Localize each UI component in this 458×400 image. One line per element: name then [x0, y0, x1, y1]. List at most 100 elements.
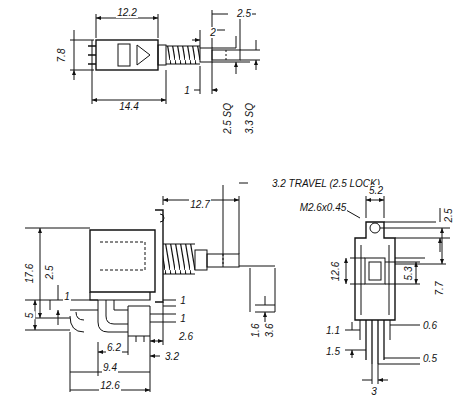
drawing-stroke: [40, 228, 41, 318]
dimension-label: 12.6: [99, 380, 120, 391]
dimension-label: 0.5: [422, 353, 438, 364]
drawing-stroke: [362, 380, 388, 381]
drawing-stroke: [346, 210, 360, 218]
side-view: [25, 183, 275, 392]
drawing-stroke: [440, 208, 441, 252]
drawing-stroke: [92, 40, 166, 104]
drawing-stroke: [58, 285, 59, 325]
drawing-stroke: [200, 62, 212, 94]
dimension-label: 1.5: [325, 346, 341, 357]
dimension-label: 3.3 SQ: [244, 101, 255, 134]
dimension-label: 14.4: [118, 101, 139, 112]
dimension-label: 2.5 SQ: [222, 101, 233, 134]
drawing-stroke: [195, 250, 207, 270]
front-view: [345, 196, 450, 384]
drawing-stroke: [100, 242, 145, 270]
dimension-label: 5.2: [368, 185, 384, 196]
dimension-label: 1: [183, 85, 191, 96]
dimension-label: 12.7: [189, 199, 210, 210]
drawing-stroke: [166, 46, 200, 64]
dimension-label: 7.7: [435, 280, 446, 296]
dimension-label: 6.2: [106, 342, 122, 353]
drawing-stroke: [155, 210, 163, 302]
drawing-stroke: [150, 302, 163, 345]
drawing-stroke: [150, 341, 163, 342]
drawing-stroke: [98, 300, 128, 332]
dimension-label: 17.6: [25, 262, 36, 283]
drawing-stroke: [370, 223, 380, 233]
drawing-stroke: [70, 40, 94, 70]
drawing-stroke: [90, 292, 150, 300]
dimension-label: 1: [179, 313, 187, 324]
drawing-stroke: [137, 45, 150, 65]
drawing-stroke: [385, 262, 420, 284]
drawing-stroke: [395, 258, 446, 264]
drawing-stroke: [163, 244, 195, 274]
dimension-label: 3.6: [265, 322, 276, 338]
drawing-stroke: [194, 90, 218, 91]
dimension-label: 12.2: [116, 7, 137, 18]
drawing-stroke: [378, 325, 420, 364]
drawing-stroke: [166, 46, 200, 64]
drawing-stroke: [350, 258, 365, 284]
drawing-stroke: [200, 48, 212, 62]
drawing-stroke: [366, 196, 384, 218]
drawing-stroke: [361, 245, 389, 315]
dimension-label: 0.6: [422, 320, 438, 331]
drawing-stroke: [352, 322, 353, 358]
dimension-label: 1.6: [251, 322, 262, 338]
dimension-label: M2.6x0.45: [299, 202, 348, 213]
drawing-stroke: [160, 214, 164, 222]
drawing-stroke: [416, 262, 417, 284]
top-view: [70, 10, 260, 104]
drawing-stroke: [236, 36, 237, 74]
dimension-label: 5: [25, 311, 36, 319]
drawing-stroke: [442, 228, 443, 264]
dimension-label: 3.2: [164, 351, 180, 362]
drawing-stroke: [70, 312, 84, 332]
drawing-stroke: [212, 48, 260, 62]
drawing-stroke: [163, 196, 239, 254]
drawing-stroke: [70, 352, 150, 390]
dimension-label: 3.2 TRAVEL (2.5 LOCK): [271, 178, 381, 189]
drawing-stroke: [256, 40, 257, 70]
dimension-label: 2.5: [45, 264, 56, 280]
drawing-stroke: [136, 336, 144, 342]
dimension-label: 2.5: [236, 8, 252, 19]
dimension-label: 5.3: [404, 265, 415, 281]
dimension-label: 1: [179, 295, 187, 306]
drawing-stroke: [255, 305, 275, 312]
drawing-stroke: [369, 262, 381, 280]
drawing-stroke: [192, 40, 200, 41]
dimension-label: 2.5: [444, 207, 455, 223]
dimension-label: 9.4: [102, 362, 118, 373]
drawing-stroke: [223, 183, 275, 266]
dimension-label: 2: [209, 27, 217, 38]
drawing-stroke: [226, 50, 227, 60]
drawing-stroke: [96, 14, 158, 38]
drawing-stroke: [70, 332, 150, 392]
dimension-label: 1.1: [325, 325, 341, 336]
drawing-stroke: [372, 364, 378, 384]
drawing-stroke: [212, 50, 240, 60]
drawing-stroke: [365, 258, 385, 284]
drawing-stroke: [74, 30, 75, 80]
drawing-stroke: [74, 40, 75, 70]
drawing-stroke: [96, 40, 158, 70]
drawing-stroke: [118, 44, 130, 66]
drawing-stroke: [355, 222, 395, 320]
drawing-stroke: [163, 244, 195, 274]
dimension-label: 3: [370, 386, 378, 397]
dimension-label: 12.6: [331, 260, 342, 281]
drawing-stroke: [25, 300, 70, 330]
dimension-label: 1: [63, 291, 71, 302]
drawing-stroke: [150, 356, 160, 357]
drawing-stroke: [250, 268, 275, 312]
drawing-stroke: [265, 296, 266, 322]
drawing-stroke: [96, 18, 158, 19]
drawing-stroke: [346, 258, 347, 284]
drawing-stroke: [128, 306, 150, 336]
drawing-stroke: [50, 300, 51, 310]
